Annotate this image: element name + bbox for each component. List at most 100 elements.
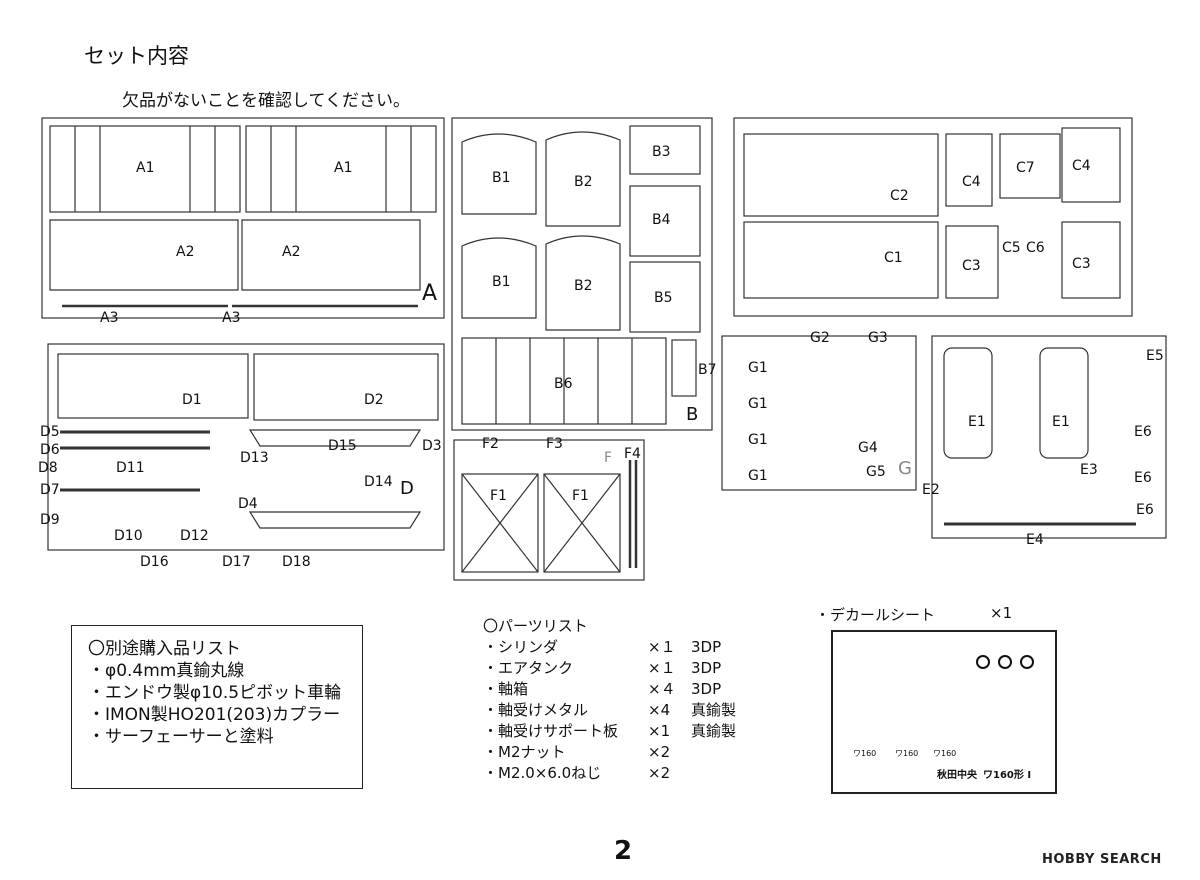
label-d11: D11 — [116, 460, 145, 476]
part-a1-left — [49, 125, 241, 213]
label-c1: C1 — [884, 250, 903, 266]
watermark: HOBBY SEARCH — [1042, 852, 1162, 867]
parts-list-row: ・軸箱 ×４ 3DP — [483, 679, 783, 700]
part-b1-bottom — [461, 237, 537, 319]
label-d17: D17 — [222, 554, 251, 570]
label-b7: B7 — [698, 362, 717, 378]
part-d2 — [253, 353, 439, 421]
label-e6: E6 — [1136, 502, 1154, 518]
purchase-list-heading: 〇別途購入品リスト — [88, 639, 241, 659]
sprue-letter-f: F — [604, 450, 612, 466]
sprue-letter-g: G — [898, 458, 912, 479]
label-f1: F1 — [572, 488, 589, 504]
part-name: ・エアタンク — [483, 659, 574, 677]
label-a3: A3 — [100, 310, 118, 326]
sprue-g-frame — [721, 335, 917, 491]
label-d13: D13 — [240, 450, 269, 466]
decal-text: ワ160 — [933, 749, 956, 758]
part-a2-left — [49, 219, 239, 291]
sprue-labels: A1 A1 A2 A2 A3 A3 A B1 B2 B3 B4 B1 B2 B5… — [38, 144, 1164, 570]
label-b5: B5 — [654, 290, 673, 306]
sprue-c-frame — [733, 117, 1133, 317]
label-d18: D18 — [282, 554, 311, 570]
label-d14: D14 — [364, 474, 393, 490]
part-b4 — [629, 185, 701, 257]
part-qty: ×2 — [648, 743, 671, 761]
label-c4: C4 — [962, 174, 981, 190]
part-qty: ×4 — [648, 701, 671, 719]
part-qty: ×４ — [648, 680, 676, 698]
label-c4: C4 — [1072, 158, 1091, 174]
parts-list-row: ・エアタンク ×１ 3DP — [483, 658, 783, 679]
sprue-letter-d: D — [400, 478, 414, 499]
part-c2 — [743, 133, 939, 217]
label-g5: G5 — [866, 464, 886, 480]
label-f1: F1 — [490, 488, 507, 504]
label-d2: D2 — [364, 392, 384, 408]
part-b2-bottom — [545, 235, 621, 331]
part-b3 — [629, 125, 701, 175]
label-c5: C5 — [1002, 240, 1021, 256]
label-g1: G1 — [748, 432, 768, 448]
part-c1 — [743, 221, 939, 299]
parts-list-row: ・軸受けサポート板 ×1 真鍮製 — [483, 721, 783, 742]
label-e4: E4 — [1026, 532, 1044, 548]
label-a3: A3 — [222, 310, 240, 326]
page-number: 2 — [614, 836, 633, 866]
decal-text: ワ160 — [895, 749, 918, 758]
label-e5: E5 — [1146, 348, 1164, 364]
part-d4 — [248, 511, 422, 529]
label-g3: G3 — [868, 330, 888, 346]
decal-text: ワ160 — [853, 749, 876, 758]
label-d5: D5 — [40, 424, 60, 440]
label-a1: A1 — [334, 160, 352, 176]
sprue-letter-a: A — [422, 281, 437, 306]
label-c2: C2 — [890, 188, 909, 204]
sprue-b-frame — [451, 117, 713, 431]
parts-sprue-diagram: A1 A1 A2 A2 A3 A3 A B1 B2 B3 B4 B1 B2 B5… — [38, 117, 1167, 581]
part-a1-right — [245, 125, 437, 213]
label-e2: E2 — [922, 482, 940, 498]
part-a2-right — [241, 219, 421, 291]
part-b1-top — [461, 133, 537, 215]
label-b3: B3 — [652, 144, 671, 160]
parts-list-row: ・M2.0×6.0ねじ ×2 — [483, 763, 783, 784]
decal-text: ワ160形 I — [983, 769, 1031, 781]
label-f2: F2 — [482, 436, 499, 452]
label-b1: B1 — [492, 274, 511, 290]
label-a2: A2 — [176, 244, 194, 260]
label-b1: B1 — [492, 170, 511, 186]
part-f1-right — [543, 473, 621, 573]
part-qty: ×2 — [648, 764, 671, 782]
part-qty: ×１ — [648, 659, 676, 677]
label-e1: E1 — [1052, 414, 1070, 430]
label-e6: E6 — [1134, 424, 1152, 440]
sprue-a-frame — [41, 117, 445, 319]
part-c4-right — [1061, 127, 1121, 203]
sprue-d-frame — [47, 343, 445, 551]
part-e1-left — [943, 347, 993, 459]
parts-list-heading: 〇パーツリスト — [483, 617, 588, 635]
label-e3: E3 — [1080, 462, 1098, 478]
part-d3 — [248, 429, 422, 447]
decal-sheet-art: ワ160 ワ160 ワ160 秋田中央 ワ160形 I — [853, 655, 1034, 781]
decal-text: 秋田中央 — [937, 768, 978, 781]
label-c6: C6 — [1026, 240, 1045, 256]
decal-sheet-qty: ×1 — [990, 604, 1013, 622]
label-d10: D10 — [114, 528, 143, 544]
part-material: 真鍮製 — [691, 701, 737, 719]
label-a2: A2 — [282, 244, 300, 260]
part-material: 3DP — [691, 680, 722, 698]
label-c7: C7 — [1016, 160, 1035, 176]
label-d9: D9 — [40, 512, 60, 528]
label-c3: C3 — [962, 258, 981, 274]
part-name: ・軸受けメタル — [483, 701, 589, 719]
label-g4: G4 — [858, 440, 878, 456]
decal-sheet-label: ・デカールシート — [815, 606, 936, 624]
sprue-f-frame — [453, 439, 645, 581]
label-g1: G1 — [748, 360, 768, 376]
label-g1: G1 — [748, 396, 768, 412]
part-c4-left — [945, 133, 993, 207]
part-d1 — [57, 353, 249, 419]
label-d15: D15 — [328, 438, 357, 454]
